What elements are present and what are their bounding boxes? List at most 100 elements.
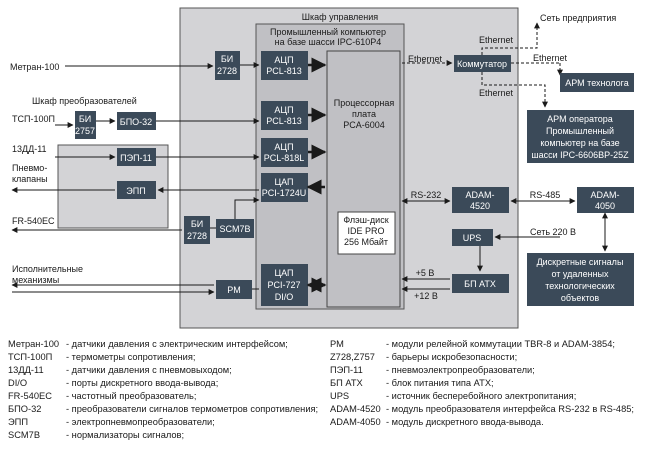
legend-desc: - модули релейной коммутации TBR-8 и ADA… — [386, 339, 615, 349]
bi-bottom-line1: БИ — [191, 219, 203, 229]
legend-item: Z728,Z757 - барьеры искробезопасности; — [330, 352, 517, 363]
legend-abbr: ТСП-100П — [8, 352, 53, 362]
industrial-pc-title-1: Промышленный компьютер — [270, 27, 386, 37]
card-2-line2: PCL-813 — [266, 116, 302, 126]
pneumo-line1: Пневмо- — [12, 163, 47, 173]
mains-label: Сеть 220 В — [530, 227, 576, 237]
bpo32-box — [117, 112, 156, 130]
rm-label: РМ — [227, 285, 240, 295]
actuators-line1: Исполнительные — [12, 264, 83, 274]
cpu-board — [326, 50, 401, 308]
switch-box — [454, 55, 511, 72]
d13-label: 13ДД-11 — [12, 144, 47, 154]
plus5-label: +5 В — [416, 268, 435, 278]
legend-item: ПЭП-11- пневмоэлектропреобразователи; — [330, 365, 535, 376]
pep11-box — [117, 148, 156, 166]
rm-box — [216, 280, 252, 299]
legend-item: ЭПП - электропневмопреобразователи; — [8, 417, 215, 428]
epp-box — [117, 181, 156, 199]
epp-label: ЭПП — [126, 186, 145, 196]
ethernet-down-label: Ethernet — [479, 88, 514, 98]
legend-desc: - источник бесперебойного электропитания… — [386, 391, 577, 401]
legend-abbr: SCM7B — [8, 430, 41, 440]
ups-box — [452, 229, 493, 246]
legend-desc: - датчики давления с пневмовыходом; — [66, 365, 232, 375]
psu-label: БП АТХ — [464, 279, 496, 289]
adam-4520-line2: 4520 — [470, 201, 490, 211]
bpo32-label: БПО-32 — [120, 117, 152, 127]
legend-item: UPS - источник бесперебойного электропита… — [330, 391, 576, 402]
legend-item: ADAM-4050- модуль дискретного ввода-выво… — [330, 417, 544, 428]
legend-abbr: ЭПП — [8, 417, 29, 427]
flash-disk-line3: 256 Мбайт — [344, 237, 388, 247]
adam-4520-box — [452, 187, 509, 213]
legend-desc: - блок питания типа АТХ; — [386, 378, 494, 388]
ethernet-up-label: Ethernet — [479, 35, 514, 45]
legend-item: БПО-32- преобразователи сигналов термоме… — [8, 404, 318, 415]
ethernet-right-label: Ethernet — [533, 53, 568, 63]
card-4-line1: ЦАП — [274, 177, 293, 187]
legend-abbr: UPS — [330, 391, 350, 401]
card-3-line1: АЦП — [274, 142, 293, 152]
discrete-signals-line2: от удаленных — [551, 269, 609, 279]
legend-item: FR-540EC- частотный преобразователь; — [8, 391, 196, 402]
bi-2728-top — [215, 51, 240, 80]
adam-4050-line1: ADAM- — [591, 190, 620, 200]
arm-operator-line4: шасси IPC-6606BP-25Z — [531, 150, 629, 160]
fr540-label: FR-540EC — [12, 216, 55, 226]
legend-desc: - барьеры искробезопасности; — [386, 352, 518, 362]
discrete-signals-line1: Дискретные сигналы — [537, 257, 624, 267]
adam-4050-box — [577, 187, 634, 213]
arm-operator-line1: АРМ оператора — [547, 114, 613, 124]
arm-operator-line2: Промышленный — [546, 126, 614, 136]
legend: Метран-100- датчики давления с электриче… — [8, 339, 644, 447]
legend-abbr: БП АТХ — [330, 378, 363, 388]
flash-disk — [337, 211, 396, 255]
discrete-signals-line3: технологических — [545, 281, 615, 291]
ups-label: UPS — [463, 233, 482, 243]
card-4-line2: PCI-1724U — [262, 188, 307, 198]
converters-cabinet-title: Шкаф преобразователей — [32, 96, 137, 106]
legend-desc: - термометры сопротивления; — [66, 352, 196, 362]
legend-item: ТСП-100П - термометры сопротивления; — [8, 352, 196, 363]
control-cabinet-title: Шкаф управления — [302, 12, 379, 22]
flash-disk-line2: IDE PRO — [347, 226, 384, 236]
adam-4050-line2: 4050 — [595, 201, 615, 211]
legend-desc: - модуль преобразователя интерфейса RS-2… — [386, 404, 635, 414]
rs232-label: RS-232 — [411, 190, 442, 200]
arm-operator-line3: компьютер на базе — [540, 138, 619, 148]
legend-item: DI/O- порты дискретного ввода-вывода; — [8, 378, 218, 389]
card-5-line2: PCI-727 — [267, 280, 300, 290]
legend-abbr: БПО-32 — [8, 404, 42, 414]
legend-desc: - модуль дискретного ввода-вывода. — [386, 417, 544, 427]
card-1-line1: АЦП — [274, 55, 293, 65]
legend-abbr: Z728,Z757 — [330, 352, 375, 362]
bi-2728-bottom — [184, 216, 210, 244]
legend-desc: - электропневмопреобразователи; — [66, 417, 215, 427]
pep11-label: ПЭП-11 — [120, 153, 152, 163]
card-adc-pcl818l — [261, 138, 308, 167]
card-adc-pcl813-1 — [261, 51, 308, 80]
card-adc-pcl813-2 — [261, 101, 308, 130]
legend-item: 13ДД-11- датчики давления с пневмовыходо… — [8, 365, 232, 376]
plus12-label: +12 В — [414, 291, 438, 301]
actuators-line2: механизмы — [12, 275, 59, 285]
cpu-board-line3: PCA-6004 — [343, 120, 385, 130]
rs485-label: RS-485 — [530, 190, 561, 200]
enterprise-net-label: Сеть предприятия — [540, 13, 616, 23]
card-dac-pci727-dio — [261, 264, 308, 306]
card-dac-pci1724u — [261, 173, 308, 202]
legend-desc: - пневмоэлектропреобразователи; — [386, 365, 535, 375]
pneumo-line2: клапаны — [12, 174, 48, 184]
flash-disk-line1: Флэш-диск — [343, 215, 388, 225]
bi-bottom-line2: 2728 — [187, 231, 207, 241]
legend-item: ADAM-4520- модуль преобразователя интерф… — [330, 404, 634, 415]
scm7b-label: SCM7B — [219, 224, 250, 234]
card-5-line1: ЦАП — [274, 268, 293, 278]
legend-desc: - нормализаторы сигналов; — [66, 430, 185, 440]
discrete-signals-line4: объектов — [561, 293, 600, 303]
legend-item: Метран-100- датчики давления с электриче… — [8, 339, 288, 350]
arm-operator-box — [527, 110, 634, 163]
legend-abbr: Метран-100 — [8, 339, 60, 349]
legend-item: SCM7B - нормализаторы сигналов; — [8, 430, 184, 441]
